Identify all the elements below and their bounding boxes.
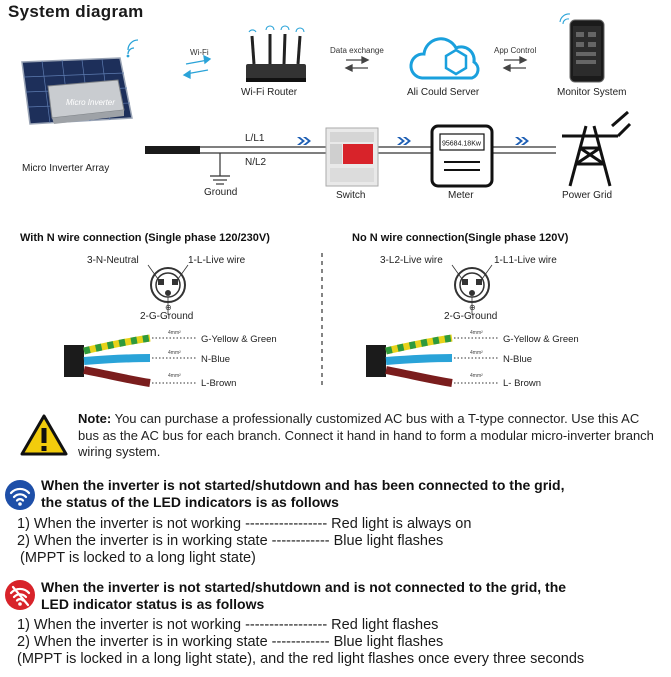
no-n-pin3: 3-L2-Live wire [380, 255, 443, 266]
ac-cable [145, 146, 200, 154]
section2-line3: (MPPT is locked in a long light state), … [17, 651, 585, 667]
svg-text:95684.18Kw: 95684.18Kw [442, 141, 482, 148]
section2-line2: 2) When the inverter is in working state… [17, 634, 444, 650]
app-control-label: App Control [494, 46, 537, 55]
with-n-pin3: 3-N-Neutral [87, 255, 139, 266]
meter-icon: 95684.18Kw [430, 124, 494, 188]
grid-label: Power Grid [562, 190, 613, 201]
l1-label: L/L1 [245, 133, 265, 144]
section1-heading-2: the status of the LED indicators is as f… [41, 494, 339, 510]
cable-left [64, 334, 196, 387]
ground-icon [210, 153, 230, 185]
no-n-size-n: 4mm² [470, 350, 483, 356]
wifi-signal-icon [126, 39, 139, 58]
monitor-label: Monitor System [557, 87, 627, 98]
wifi-label: Wi-Fi [190, 48, 209, 57]
with-n-pin1: 1-L-Live wire [188, 255, 246, 266]
page-title: System diagram [8, 2, 144, 21]
no-n-wire-l: L- Brown [503, 378, 542, 389]
with-n-title: With N wire connection (Single phase 120… [20, 232, 270, 244]
section2-line1: 1) When the inverter is not working ----… [17, 617, 439, 633]
no-n-pin1: 1-L1-Live wire [494, 255, 557, 266]
with-n-size-n: 4mm² [168, 350, 181, 356]
section1-line1: 1) When the inverter is not working ----… [17, 516, 472, 532]
cable-right [366, 334, 498, 387]
data-exchange-label: Data exchange [330, 46, 384, 55]
with-n-size-l: 4mm² [168, 373, 181, 379]
system-diagram: Micro Inverter [21, 13, 632, 188]
router-label: Wi-Fi Router [241, 87, 298, 98]
no-n-pin2: 2-G-Ground [444, 311, 498, 322]
ac-lines [200, 146, 556, 154]
panel-label: Micro Inverter Array [22, 163, 110, 174]
data-exchange-arrows-icon [344, 55, 370, 73]
no-n-wire-g: G-Yellow & Green [503, 334, 579, 345]
with-n-wire-l: L-Brown [201, 378, 237, 389]
with-n-wire-n: N-Blue [201, 354, 231, 365]
no-n-wire-n: N-Blue [503, 354, 533, 365]
connector-left-icon: ⊕ [147, 264, 189, 315]
switch-label: Switch [336, 190, 366, 201]
router-icon [246, 25, 306, 82]
breaker-switch-icon [325, 127, 379, 187]
app-control-arrows-icon [502, 55, 528, 73]
warning-icon [20, 414, 68, 456]
section1-line2: 2) When the inverter is in working state… [17, 533, 444, 549]
note-label: Note: [78, 411, 112, 426]
section1-line3: (MPPT is locked to a long light state) [20, 550, 256, 566]
note-text: Note: You can purchase a professionally … [78, 411, 658, 461]
meter-label: Meter [448, 190, 474, 201]
section2-heading-2: LED indicator status is as follows [41, 596, 265, 612]
with-n-pin2: 2-G-Ground [140, 311, 194, 322]
no-n-title: No N wire connection(Single phase 120V) [352, 232, 569, 244]
wifi-connected-icon [5, 480, 35, 510]
section1-heading-1: When the inverter is not started/shutdow… [41, 477, 565, 493]
wifi-exchange-arrows-icon [182, 54, 212, 80]
svg-text:Micro Inverter: Micro Inverter [66, 98, 115, 107]
ground-label: Ground [204, 187, 238, 198]
no-n-size-g: 4mm² [470, 330, 483, 336]
with-n-size-g: 4mm² [168, 330, 181, 336]
cloud-server-icon [409, 37, 480, 80]
with-n-wire-g: G-Yellow & Green [201, 334, 277, 345]
wiring-diagrams: ⊕ ⊕ [64, 253, 498, 387]
no-n-size-l: 4mm² [470, 373, 483, 379]
note-body: You can purchase a professionally custom… [78, 411, 654, 459]
server-label: Ali Could Server [407, 87, 480, 98]
connector-right-icon: ⊕ [451, 264, 493, 315]
n-label: N/L2 [245, 157, 267, 168]
micro-inverter-icon: Micro Inverter [47, 79, 125, 124]
power-grid-tower-icon [562, 110, 632, 187]
section2-heading-1: When the inverter is not started/shutdow… [41, 579, 567, 595]
monitor-phone-icon [559, 13, 605, 83]
flow-chevrons [297, 137, 529, 145]
wifi-disconnected-icon [5, 580, 35, 610]
